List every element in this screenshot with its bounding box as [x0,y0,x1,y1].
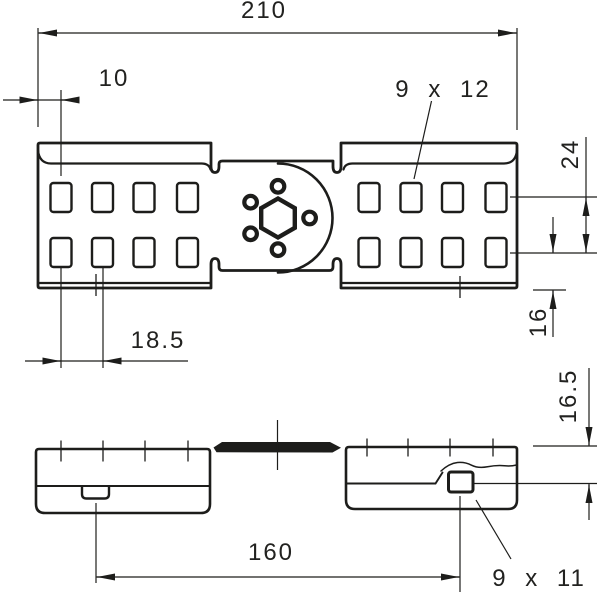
square-hole [49,236,73,269]
dim-24-label: 24 [557,139,584,170]
square-hole [440,181,465,214]
break-line [440,461,518,472]
dim-16-5: 16.5 [555,368,593,520]
label-9x12: 9 x 12 [395,76,490,103]
square-hole [132,181,156,214]
dim-18-5: 18.5 [25,327,188,365]
top-view-outline [36,141,519,290]
dim-16-label: 16 [525,307,552,338]
side-right-flange-line [346,471,444,485]
side-right-body [344,445,519,511]
top-view [36,141,519,298]
square-hole [132,236,156,269]
label-9x11: 9 x 11 [492,565,586,592]
square-hole [175,236,200,269]
lock-hole-lower-left [242,225,260,243]
leader-line [413,100,433,180]
square-hole [90,236,115,269]
dim-210: 210 [38,0,517,37]
dim-210-label: 210 [241,0,287,24]
leader-line [475,499,512,560]
side-slot [80,487,111,500]
pivot-arc [276,162,334,274]
square-hole [90,181,115,214]
dim-10: 10 [3,65,130,104]
square-hole [175,181,200,214]
left-rim-inner-edge [36,149,212,171]
label-9x11-group: 9 x 11 [475,499,586,592]
lock-hole-top [269,177,287,195]
lock-hole-upper-left [242,193,260,211]
dim-16: 16 [525,217,557,338]
square-hole [399,236,423,269]
hex-nut [259,195,297,241]
square-hole [357,236,381,269]
pivot-lock-holes [242,177,319,259]
left-plate-holes [49,181,200,269]
dim-160-label: 160 [248,539,294,566]
side-view [34,420,597,515]
side-left-body [34,447,212,515]
dim-18-5-label: 18.5 [131,327,186,354]
label-9x12-group: 9 x 12 [395,76,490,180]
square-hole [484,236,508,269]
lock-hole-bottom [269,241,287,259]
dim-10-label: 10 [99,65,130,92]
dim-16-5-label: 16.5 [555,369,582,424]
square-hole [49,181,73,214]
dim-160: 160 [96,539,460,581]
dimensions: 210 10 9 x 12 24 16 [3,0,597,592]
right-rim-inner-edge [342,149,519,171]
right-plate-holes [357,181,508,269]
square-hole [357,181,381,214]
square-hole [440,236,465,269]
square-hole [484,181,508,214]
side-latch-hole [447,470,475,494]
dim-24: 24 [557,137,590,253]
side-view-ticks [60,438,494,462]
lock-hole-right [301,209,319,227]
square-hole [399,181,423,214]
